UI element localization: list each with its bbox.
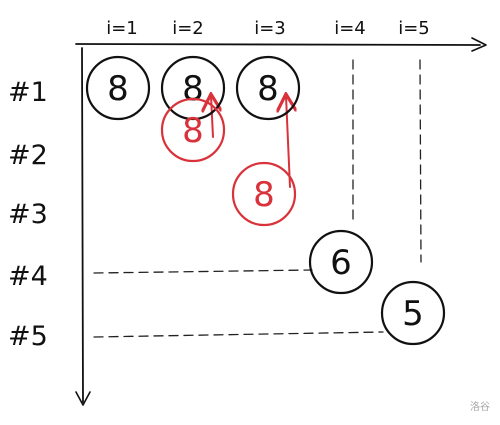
guide-vertical-col-5 [419, 59, 422, 263]
guide-lines [93, 59, 422, 338]
arrow-1 [211, 96, 213, 138]
row-label-4: #4 [8, 261, 48, 292]
column-labels: i=1 i=2 i=3 i=4 i=5 [106, 18, 430, 39]
x-axis-arrowhead [471, 37, 487, 52]
node-r5-c5: 5 [380, 280, 446, 346]
arrows-layer [211, 96, 290, 188]
row-label-3: #3 [8, 199, 48, 230]
node-circle [160, 55, 226, 121]
node-label: 8 [107, 69, 129, 109]
y-axis-arrowhead [75, 391, 91, 406]
node-label: 8 [257, 69, 279, 109]
row-label-1: #1 [8, 77, 48, 108]
node-label: 5 [402, 294, 424, 334]
column-label-3: i=3 [254, 18, 286, 39]
node-r4-c4: 6 [308, 229, 374, 295]
node-r1-c2: 8 [160, 55, 226, 121]
row-labels: #1 #2 #3 #4 #5 [8, 77, 48, 352]
node-circle [308, 229, 374, 295]
watermark: 洛谷 [470, 402, 490, 413]
guide-horizontal-row-5 [93, 331, 384, 338]
column-label-5: i=5 [398, 18, 430, 39]
row-label-5: #5 [8, 321, 48, 352]
node-label: 8 [182, 111, 204, 151]
node-circle [231, 161, 297, 227]
x-axis [75, 43, 481, 46]
guide-horizontal-row-4 [93, 269, 313, 274]
node-circle [235, 55, 301, 121]
node-circle [85, 55, 151, 121]
column-label-1: i=1 [106, 18, 138, 39]
node-circle [160, 97, 226, 163]
arrow-2 [286, 96, 290, 188]
node-r2-c2: 8 [160, 97, 226, 163]
column-label-4: i=4 [334, 18, 366, 39]
node-r1-c3: 8 [235, 55, 301, 121]
column-label-2: i=2 [172, 18, 204, 39]
row-label-2: #2 [8, 140, 48, 171]
node-r1-c1: 8 [85, 55, 151, 121]
node-label: 6 [330, 243, 352, 283]
node-r3-c3: 8 [231, 161, 297, 227]
node-circle [380, 280, 446, 346]
node-label: 8 [253, 175, 275, 215]
y-axis [81, 47, 84, 403]
node-label: 8 [182, 69, 204, 109]
